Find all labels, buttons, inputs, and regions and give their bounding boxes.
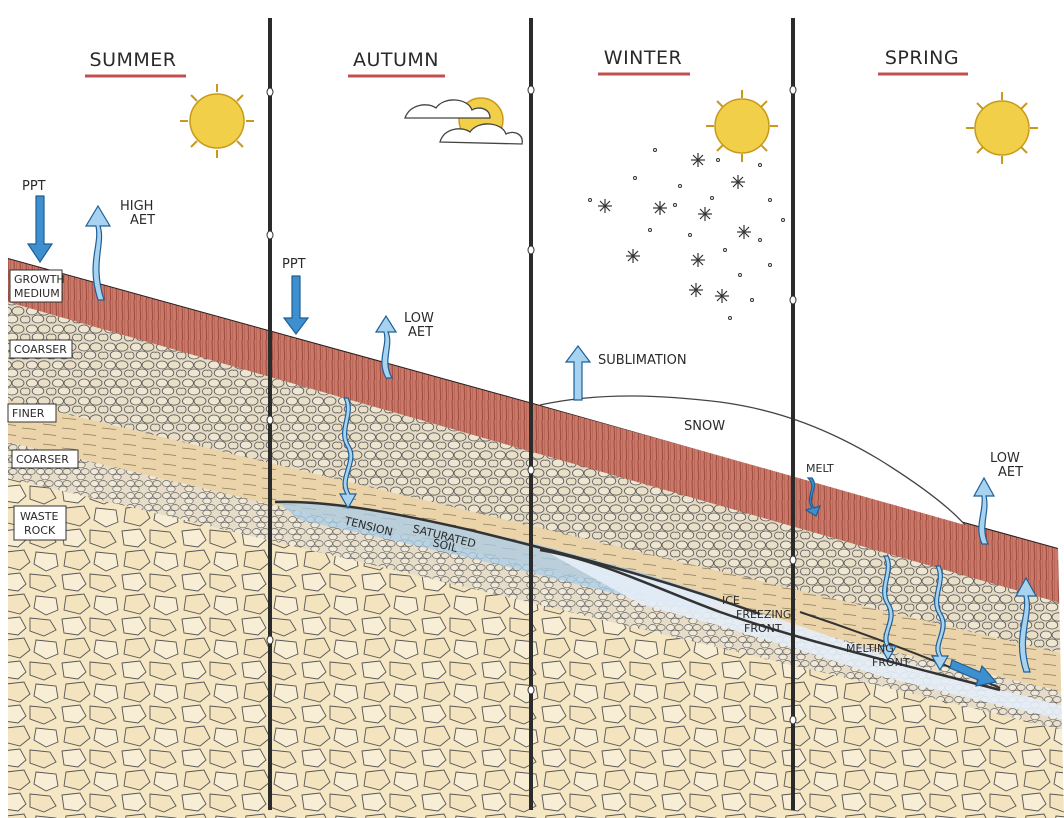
label-sublimation: SUBLIMATION xyxy=(598,353,687,368)
lateral-drainage-arrow xyxy=(949,659,998,687)
label-finer: FINER xyxy=(12,407,45,420)
label-tension-saturated-3: SOIL xyxy=(431,536,459,555)
soil-profile xyxy=(8,258,1064,818)
label-growth-medium-1: GROWTH xyxy=(14,273,65,286)
freezing-front-line xyxy=(539,548,1001,692)
label-ice-freezing-3: FRONT xyxy=(744,622,782,635)
infiltration-arrow-spring-1 xyxy=(878,555,898,662)
label-snow: SNOW xyxy=(684,419,725,434)
melt-arrow xyxy=(804,477,822,517)
sun-icon xyxy=(706,90,778,162)
label-low-aet-autumn-2: AET xyxy=(408,325,433,340)
infiltration-arrow-spring-2 xyxy=(930,565,950,672)
aet-arrow-autumn xyxy=(374,314,398,379)
infiltration-arrow-autumn xyxy=(338,397,358,510)
label-coarser-lower: COARSER xyxy=(16,453,69,466)
water-arrows xyxy=(26,195,1038,687)
aet-arrow-spring xyxy=(972,476,996,545)
season-dividers xyxy=(268,18,795,810)
label-high-aet-2: AET xyxy=(130,213,155,228)
label-high-aet-1: HIGH xyxy=(120,199,153,214)
label-ice-freezing-1: ICE xyxy=(722,594,740,607)
layer-labels: GROWTH MEDIUM COARSER FINER COARSER WAST… xyxy=(7,269,79,541)
label-melting-front-1: MELTING xyxy=(846,642,894,655)
label-coarser-upper: COARSER xyxy=(14,343,67,356)
label-ice-freezing-2: FREEZING xyxy=(736,608,791,621)
label-low-aet-spring-2: AET xyxy=(998,465,1023,480)
label-low-aet-autumn-1: LOW xyxy=(404,311,434,326)
ppt-arrow-summer xyxy=(26,195,54,264)
sun-icon xyxy=(966,92,1038,164)
cloud-icon xyxy=(404,99,523,145)
sun-icon xyxy=(180,84,254,158)
season-headers: SUMMER AUTUMN WINTER SPRING xyxy=(85,47,968,78)
ice-zone xyxy=(540,548,1064,720)
ppt-arrow-autumn xyxy=(282,275,310,335)
upflow-arrow-spring xyxy=(1014,576,1038,673)
label-low-aet-spring-1: LOW xyxy=(990,451,1020,466)
season-title-autumn: AUTUMN xyxy=(353,49,439,71)
label-ppt-autumn: PPT xyxy=(282,257,306,272)
label-melt: MELT xyxy=(806,462,834,475)
sublimation-arrow xyxy=(564,345,592,401)
label-ppt-summer: PPT xyxy=(22,179,46,194)
season-title-winter: WINTER xyxy=(604,47,682,69)
snow-dots xyxy=(588,148,785,320)
snow-mound xyxy=(539,395,966,526)
label-waste-rock-1: WASTE xyxy=(20,510,59,523)
season-title-summer: SUMMER xyxy=(90,49,177,71)
label-melting-front-2: FRONT xyxy=(872,656,910,669)
saturated-front-line xyxy=(274,500,761,616)
label-growth-medium-2: MEDIUM xyxy=(14,287,60,300)
season-title-spring: SPRING xyxy=(885,47,959,69)
aet-arrow-summer xyxy=(84,204,112,301)
snowflake-icon xyxy=(598,153,751,303)
label-waste-rock-2: ROCK xyxy=(24,524,56,537)
